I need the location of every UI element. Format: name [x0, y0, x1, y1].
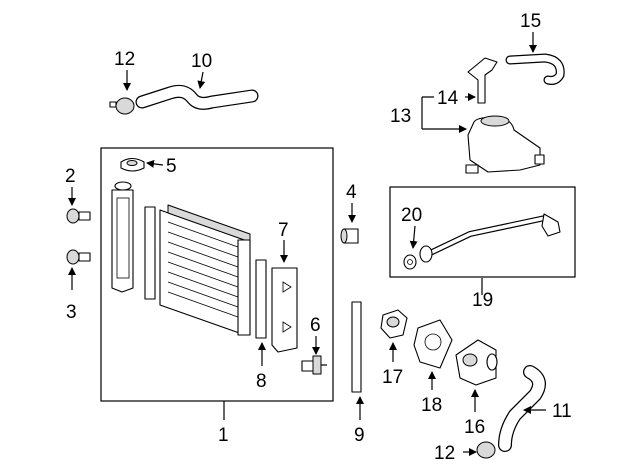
thermostat — [380, 309, 408, 339]
callout-16: 16 — [464, 417, 485, 438]
callout-6: 6 — [310, 315, 321, 336]
hose-clamp-upper — [109, 97, 135, 115]
callout-7: 7 — [278, 220, 289, 241]
callout-12-bottom: 12 — [434, 443, 455, 464]
bypass-pipe-frame — [389, 186, 576, 278]
leader-lines — [68, 32, 546, 456]
thermostat-gasket — [413, 319, 453, 369]
callout-4: 4 — [346, 182, 357, 203]
water-inlet-housing — [455, 339, 498, 386]
callout-1: 1 — [218, 425, 229, 446]
coolant-reservoir — [465, 115, 545, 174]
callout-20: 20 — [401, 205, 422, 226]
callout-2: 2 — [65, 166, 76, 187]
hose-clamp-lower — [476, 441, 496, 459]
seal-strip — [351, 301, 362, 393]
callout-11: 11 — [552, 401, 572, 422]
callout-17: 17 — [382, 367, 403, 388]
callout-13: 13 — [390, 106, 411, 127]
callout-5: 5 — [166, 156, 177, 177]
callout-labels: 12 10 2 5 4 7 3 6 8 1 9 15 14 13 20 19 1… — [65, 11, 572, 464]
hose-fitting — [340, 228, 359, 244]
bolt-upper — [66, 208, 91, 224]
callout-10: 10 — [191, 51, 212, 72]
radiator-left-tank — [111, 181, 134, 293]
radiator-cap — [120, 157, 145, 172]
callout-12-top: 12 — [114, 49, 135, 70]
callout-18: 18 — [421, 395, 442, 416]
callout-14: 14 — [437, 88, 459, 109]
callout-3: 3 — [66, 302, 77, 323]
bolt-lower — [66, 249, 91, 265]
callout-15: 15 — [520, 11, 541, 32]
bypass-pipe-group — [389, 186, 576, 278]
callout-19: 19 — [472, 290, 493, 311]
callout-8: 8 — [256, 371, 267, 392]
radiator-core — [159, 204, 251, 336]
drain-cock — [301, 355, 327, 375]
radiator-support-bracket — [271, 267, 298, 353]
radiator-assembly-frame — [100, 147, 334, 402]
radiator-seal-right — [255, 259, 267, 339]
reservoir-bracket — [467, 57, 498, 104]
radiator-assembly-group — [100, 147, 334, 402]
radiator-seal-left — [144, 206, 156, 300]
callout-9: 9 — [354, 425, 365, 446]
